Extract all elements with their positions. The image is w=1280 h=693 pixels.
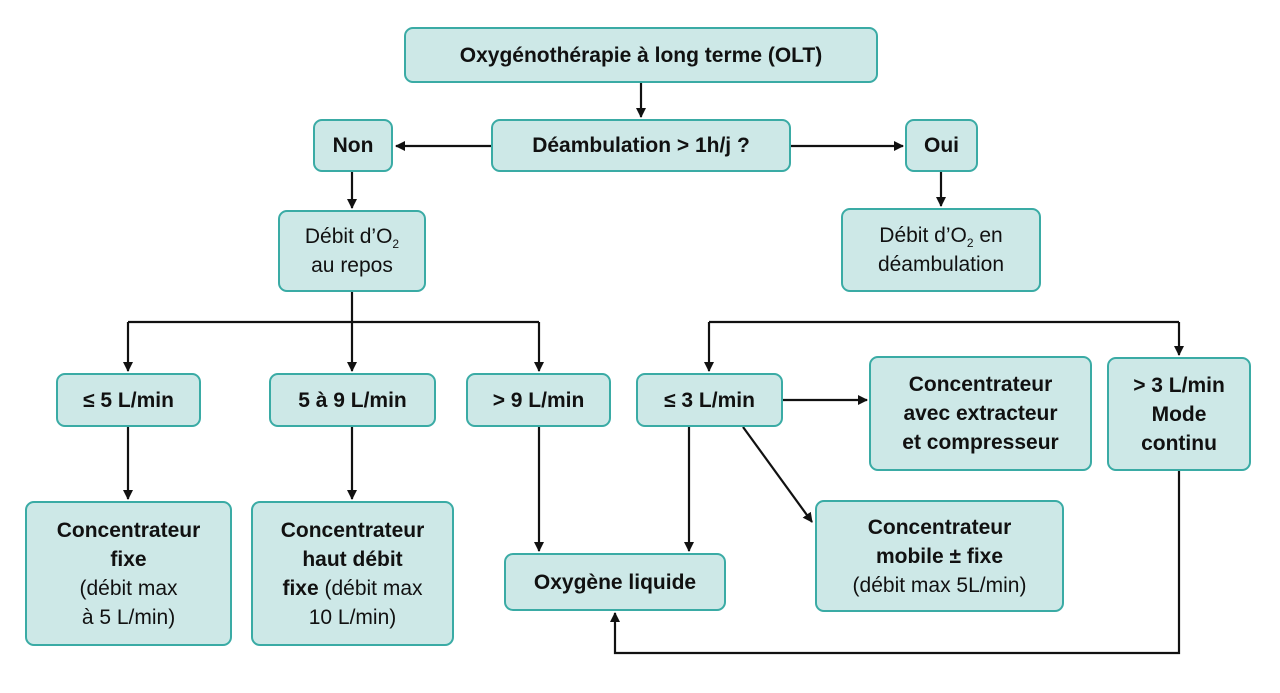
node-oxygene-liquide: Oxygène liquide [504, 553, 726, 611]
node-gt3: > 3 L/min Mode continu [1107, 357, 1251, 471]
node-rest-flow: Débit d’O2 au repos [278, 210, 426, 292]
node-question: Déambulation > 1h/j ? [491, 119, 791, 172]
node-5to9: 5 à 9 L/min [269, 373, 436, 427]
node-olt: Oxygénothérapie à long terme (OLT) [404, 27, 878, 83]
node-oui: Oui [905, 119, 978, 172]
node-conc-haut-debit: Concentrateur haut débit fixe (débit max… [251, 501, 454, 646]
node-le3: ≤ 3 L/min [636, 373, 783, 427]
node-conc-mobile: Concentrateur mobile ± fixe (débit max 5… [815, 500, 1064, 612]
node-gt9: > 9 L/min [466, 373, 611, 427]
node-amb-flow: Débit d’O2 en déambulation [841, 208, 1041, 292]
node-non: Non [313, 119, 393, 172]
arrow-gt3-to-oxy [610, 471, 1181, 655]
node-le5: ≤ 5 L/min [56, 373, 201, 427]
arrow-le3-to-mobile [742, 426, 813, 523]
node-conc-fixe: Concentrateur fixe (débit max à 5 L/min) [25, 501, 232, 646]
node-conc-extracteur: Concentrateur avec extracteur et compres… [869, 356, 1092, 471]
